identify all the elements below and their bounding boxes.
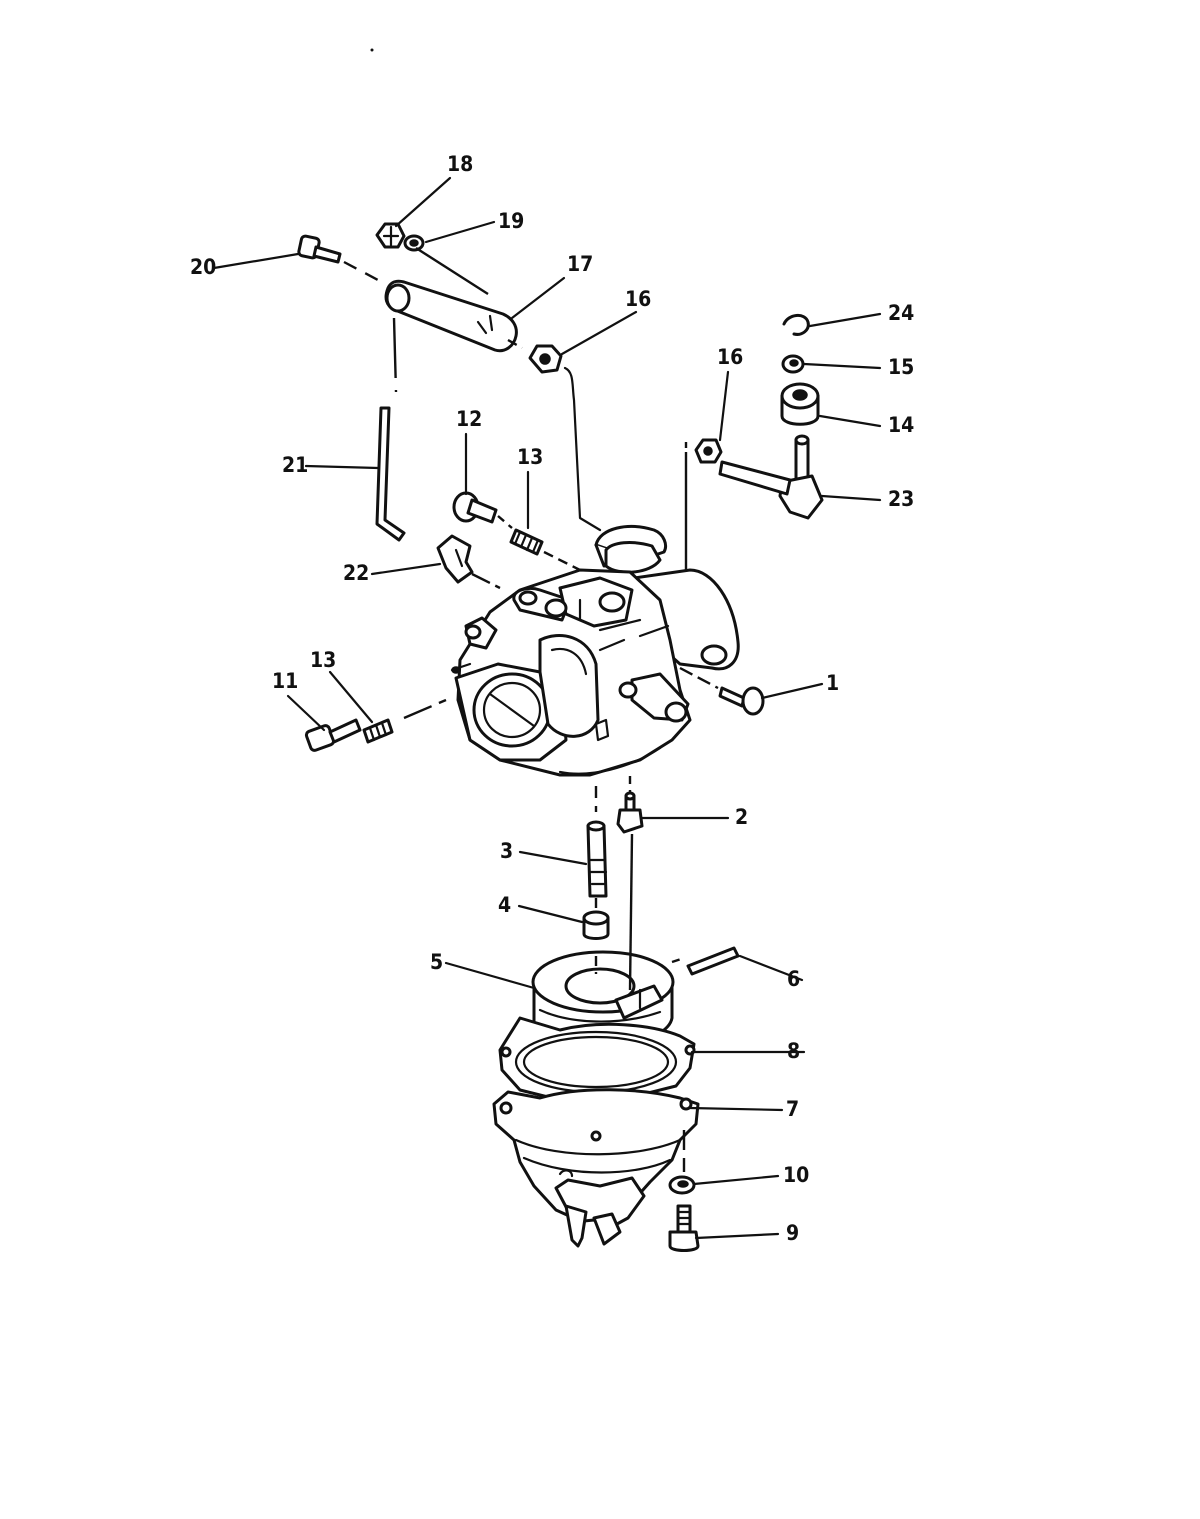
part-9-screw <box>668 1204 700 1252</box>
callout-14: 14 <box>888 413 914 437</box>
callout-3: 3 <box>500 839 513 863</box>
leader-lines <box>212 176 882 1240</box>
leader-11 <box>286 694 326 732</box>
part-13-spring-lower <box>362 718 394 744</box>
callout-7: 7 <box>786 1097 799 1121</box>
leader-16a <box>560 310 638 356</box>
callout-17: 17 <box>567 252 593 276</box>
leader-23 <box>820 494 882 502</box>
callout-18: 18 <box>447 152 473 176</box>
callout-13-upper: 13 <box>517 445 543 469</box>
leader-16b <box>718 370 730 442</box>
part-14-bushing <box>780 382 820 426</box>
assembly-lines <box>343 246 719 1172</box>
part-11-screw <box>304 718 362 752</box>
callout-19: 19 <box>498 209 524 233</box>
part-10-washer <box>668 1175 696 1195</box>
leader-21 <box>304 464 380 470</box>
part-21-rod <box>375 406 406 542</box>
leader-24 <box>808 312 882 328</box>
callout-16-right: 16 <box>717 345 743 369</box>
callout-9: 9 <box>786 1221 799 1245</box>
part-4-plug <box>582 910 610 940</box>
part-19-washer <box>403 234 425 252</box>
callout-12: 12 <box>456 407 482 431</box>
leader-13b <box>328 670 374 724</box>
callout-2: 2 <box>735 805 748 829</box>
part-17-lever <box>384 279 518 353</box>
part-3-nozzle <box>586 820 608 898</box>
leader-22 <box>370 562 442 576</box>
part-7-float-bowl <box>492 1088 700 1248</box>
leader-1 <box>760 682 824 700</box>
callout-10: 10 <box>783 1163 809 1187</box>
callout-24: 24 <box>888 301 914 325</box>
part-1-screw <box>718 686 765 716</box>
part-16-nut-right <box>694 438 723 464</box>
callout-6: 6 <box>787 967 800 991</box>
part-22-knob <box>436 534 474 584</box>
leader-9 <box>694 1232 780 1240</box>
callout-5: 5 <box>430 950 443 974</box>
part-16-nut-upper <box>528 344 563 374</box>
callout-1: 1 <box>826 671 839 695</box>
part-18-nut <box>375 222 406 249</box>
leader-6 <box>738 954 804 982</box>
part-link-rod <box>563 366 602 532</box>
part-23-shaft <box>718 434 824 520</box>
leader-14 <box>818 414 882 428</box>
callout-8: 8 <box>787 1039 800 1063</box>
leader-7 <box>688 1106 784 1112</box>
leader-17 <box>510 276 566 320</box>
leader-18 <box>394 176 452 228</box>
part-6-pin <box>686 946 740 976</box>
callout-4: 4 <box>498 893 511 917</box>
leader-15 <box>802 362 882 370</box>
callout-15: 15 <box>888 355 914 379</box>
part-20-screw <box>297 234 342 264</box>
leader-10 <box>692 1174 780 1186</box>
part-24-clip <box>782 314 810 336</box>
part-15-washer <box>781 354 805 374</box>
callout-22: 22 <box>343 561 369 585</box>
callout-11: 11 <box>272 669 298 693</box>
leader-20 <box>212 252 300 270</box>
part-2-jet <box>616 791 644 834</box>
callout-13-lower: 13 <box>310 648 336 672</box>
callout-16-upper: 16 <box>625 287 651 311</box>
part-12-screw <box>452 491 498 524</box>
leader-4 <box>517 904 584 924</box>
leader-5 <box>444 961 536 990</box>
part-13-spring-upper <box>509 528 544 556</box>
leader-19 <box>424 220 496 244</box>
callout-23: 23 <box>888 487 914 511</box>
callout-20: 20 <box>190 255 216 279</box>
stray-dot <box>370 48 374 52</box>
part-carburetor-body <box>450 525 740 777</box>
callout-labels: 1 2 3 4 5 6 7 8 9 10 11 12 13 13 14 15 1… <box>190 152 914 1245</box>
callout-21: 21 <box>282 453 308 477</box>
leader-3 <box>518 850 588 866</box>
